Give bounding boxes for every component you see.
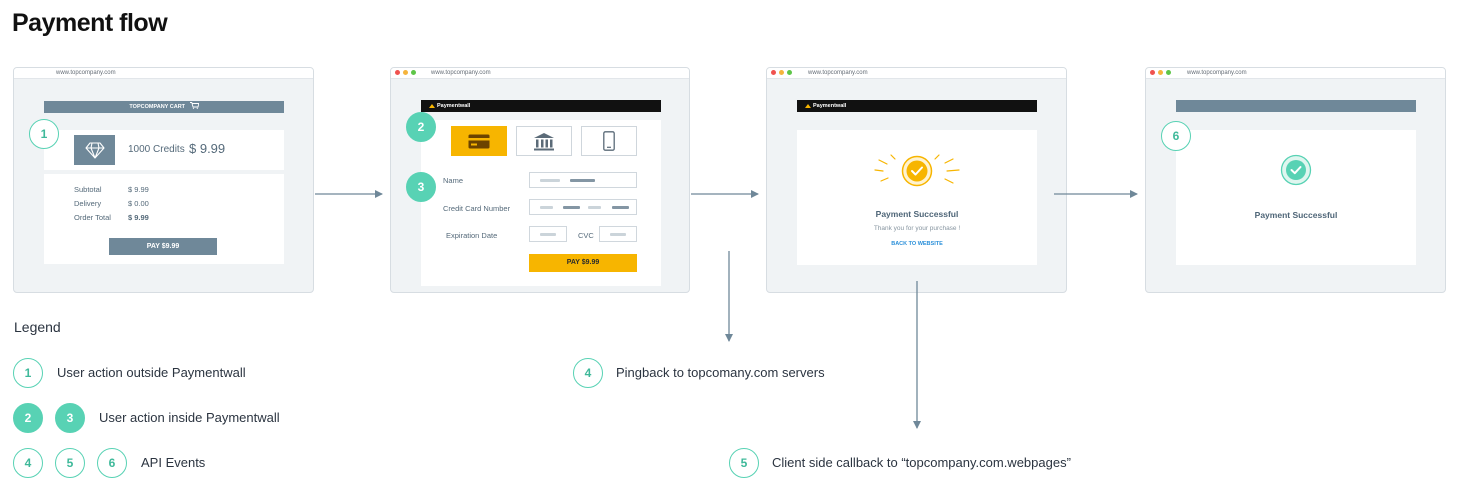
payment-option-mobile[interactable] (581, 126, 637, 156)
paymentwall-brand: Paymentwall (813, 103, 847, 109)
product-price: $ 9.99 (189, 141, 226, 156)
url-text: www.topcompany.com (56, 70, 116, 76)
payment-option-bank[interactable] (516, 126, 572, 156)
cart-pay-button[interactable]: PAY $9.99 (109, 238, 217, 255)
payment-option-card[interactable] (451, 126, 507, 156)
url-text: www.topcompany.com (431, 70, 491, 76)
final-window: www.topcompany.com Payment Successful (1145, 67, 1446, 293)
checkout-form: Name Credit Card Number Expiration Date … (421, 120, 661, 286)
page-title: Payment flow (12, 9, 168, 37)
paymentwall-header: Paymentwall (421, 100, 661, 112)
step-2-badge: 2 (406, 112, 436, 142)
site-header (1176, 100, 1416, 112)
legend-title: Legend (14, 319, 61, 335)
product-label: 1000 Credits (128, 144, 185, 155)
window-controls (771, 70, 792, 75)
legend-badge: 3 (55, 403, 85, 433)
success-title: Payment Successful (875, 209, 959, 219)
legend-badge: 1 (13, 358, 43, 388)
delivery-value: $ 0.00 (128, 199, 149, 208)
expiration-label: Expiration Date (446, 231, 498, 240)
cvc-field[interactable] (599, 226, 637, 242)
legend-text-api: API Events (141, 455, 206, 470)
cart-window: www.topcompany.com TOPCOMPANY CART 1000 … (13, 67, 314, 293)
name-label: Name (443, 176, 464, 185)
browser-bar: www.topcompany.com (767, 68, 1066, 79)
subtotal-value: $ 9.99 (128, 185, 149, 194)
total-value: $ 9.99 (128, 213, 149, 222)
checkout-window: www.topcompany.com Paymentwall (390, 67, 690, 293)
subtotal-label: Subtotal (74, 185, 102, 194)
cvc-label: CVC (578, 231, 594, 240)
legend-badge: 4 (13, 448, 43, 478)
product-thumbnail (74, 135, 115, 165)
card-number-field[interactable] (529, 199, 637, 215)
legend-badge: 6 (97, 448, 127, 478)
window-controls (1150, 70, 1171, 75)
cart-icon (189, 102, 199, 109)
pingback-text: Pingback to topcomany.com servers (616, 365, 825, 380)
final-success-title: Payment Successful (1254, 210, 1338, 220)
window-controls (395, 70, 416, 75)
paymentwall-logo-icon (805, 104, 811, 108)
browser-bar: www.topcompany.com (14, 68, 313, 79)
bank-icon (534, 132, 554, 150)
diamond-icon (84, 141, 105, 159)
legend-badge: 2 (13, 403, 43, 433)
success-panel: Payment Successful Thank you for your pu… (797, 130, 1037, 265)
summary-panel: Subtotal $ 9.99 Delivery $ 0.00 Order To… (44, 174, 284, 264)
url-text: www.topcompany.com (1187, 70, 1247, 76)
step-1-badge: 1 (29, 119, 59, 149)
thanks-message: Thank you for your purchase ! (873, 225, 961, 232)
browser-bar: www.topcompany.com (391, 68, 689, 79)
credit-card-icon (468, 134, 490, 148)
browser-bar: www.topcompany.com (1146, 68, 1445, 79)
legend-badge: 5 (55, 448, 85, 478)
event-5-badge: 5 (729, 448, 759, 478)
paymentwall-header: Paymentwall (797, 100, 1037, 112)
url-text: www.topcompany.com (808, 70, 868, 76)
check-icon (1280, 154, 1312, 186)
event-4-badge: 4 (573, 358, 603, 388)
checkout-pay-button[interactable]: PAY $9.99 (529, 254, 637, 272)
final-panel: Payment Successful (1176, 130, 1416, 265)
callback-text: Client side callback to “topcompany.com.… (772, 455, 1071, 470)
success-check-icon (874, 154, 960, 187)
legend-text-outside: User action outside Paymentwall (57, 365, 246, 380)
legend-text-inside: User action inside Paymentwall (99, 410, 280, 425)
step-6-badge: 6 (1161, 121, 1191, 151)
paymentwall-logo-icon (429, 104, 435, 108)
paymentwall-brand: Paymentwall (437, 103, 471, 109)
delivery-label: Delivery (74, 199, 102, 208)
step-3-badge: 3 (406, 172, 436, 202)
total-label: Order Total (74, 213, 111, 222)
cart-header-label: TOPCOMPANY CART (129, 104, 186, 110)
success-window: www.topcompany.com Paymentwall Payment S… (766, 67, 1067, 293)
product-panel: 1000 Credits $ 9.99 (44, 130, 284, 170)
card-number-label: Credit Card Number (443, 204, 511, 213)
mobile-icon (603, 131, 615, 151)
back-to-website-link[interactable]: BACK TO WEBSITE (891, 241, 943, 247)
cart-header: TOPCOMPANY CART (44, 101, 284, 113)
name-field[interactable] (529, 172, 637, 188)
expiration-field[interactable] (529, 226, 567, 242)
